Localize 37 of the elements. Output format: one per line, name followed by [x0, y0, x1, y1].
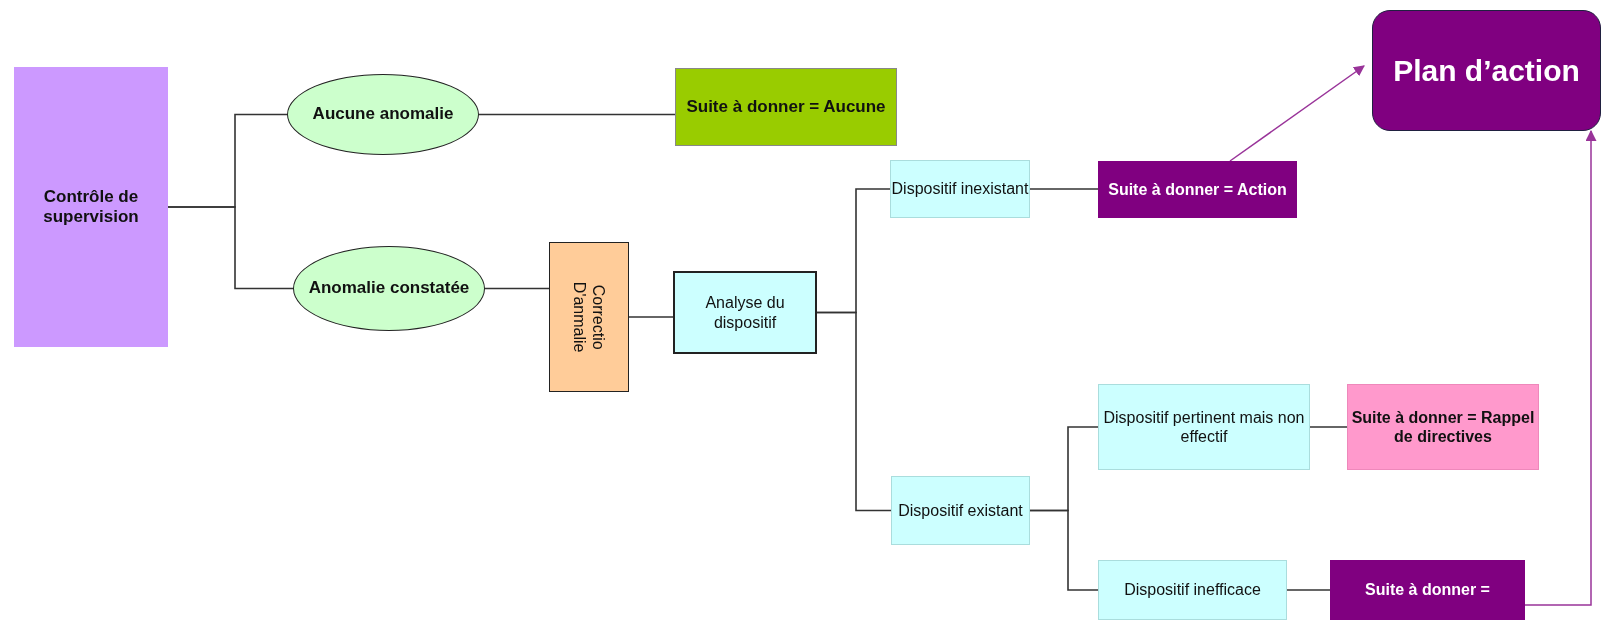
process-box: [1098, 384, 1310, 470]
connector-line: [1309, 426, 1348, 428]
node-label: Dispositif pertinent mais non effectif: [1102, 407, 1306, 447]
connector-line: [1286, 589, 1331, 591]
node-label: Plan d’action: [1393, 52, 1580, 89]
connector-line: [167, 206, 294, 290]
node-label: Suite à donner =: [1365, 580, 1490, 600]
process-box: [14, 67, 168, 347]
connector-line: [1029, 188, 1099, 190]
connector-line: [484, 287, 550, 290]
node-label: Analyse du dispositif: [704, 293, 786, 332]
process-box: [890, 160, 1030, 218]
process-box: [549, 242, 629, 392]
connector-line: [1029, 509, 1099, 591]
plan-box: [1372, 10, 1601, 131]
process-box: [673, 271, 817, 354]
result-box: [1098, 161, 1297, 218]
result-box: [1330, 560, 1525, 620]
node-label: Suite à donner = Rappel de directives: [1350, 407, 1536, 447]
process-box: [1098, 560, 1287, 620]
arrow: [1524, 129, 1597, 606]
result-box: [675, 68, 897, 146]
node-label: Dispositif existant: [898, 500, 1023, 521]
connector-line: [628, 316, 674, 318]
connector-line: [478, 113, 676, 116]
arrow: [1229, 65, 1365, 162]
connector-line: [816, 311, 892, 512]
node-label: Suite à donner = Action: [1108, 179, 1287, 200]
result-box: [1347, 384, 1539, 470]
process-box: [891, 476, 1030, 545]
node-label: Suite à donner = Aucune: [686, 96, 886, 118]
node-label: Correctio D'anmalie: [570, 280, 609, 355]
node-label: Aucune anomalie: [312, 104, 454, 125]
node-label: Dispositif inexistant: [891, 179, 1029, 199]
node-label: Contrôle de supervision: [42, 186, 140, 228]
node-label: Dispositif inefficace: [1124, 580, 1261, 600]
node-label: Anomalie constatée: [308, 278, 470, 299]
